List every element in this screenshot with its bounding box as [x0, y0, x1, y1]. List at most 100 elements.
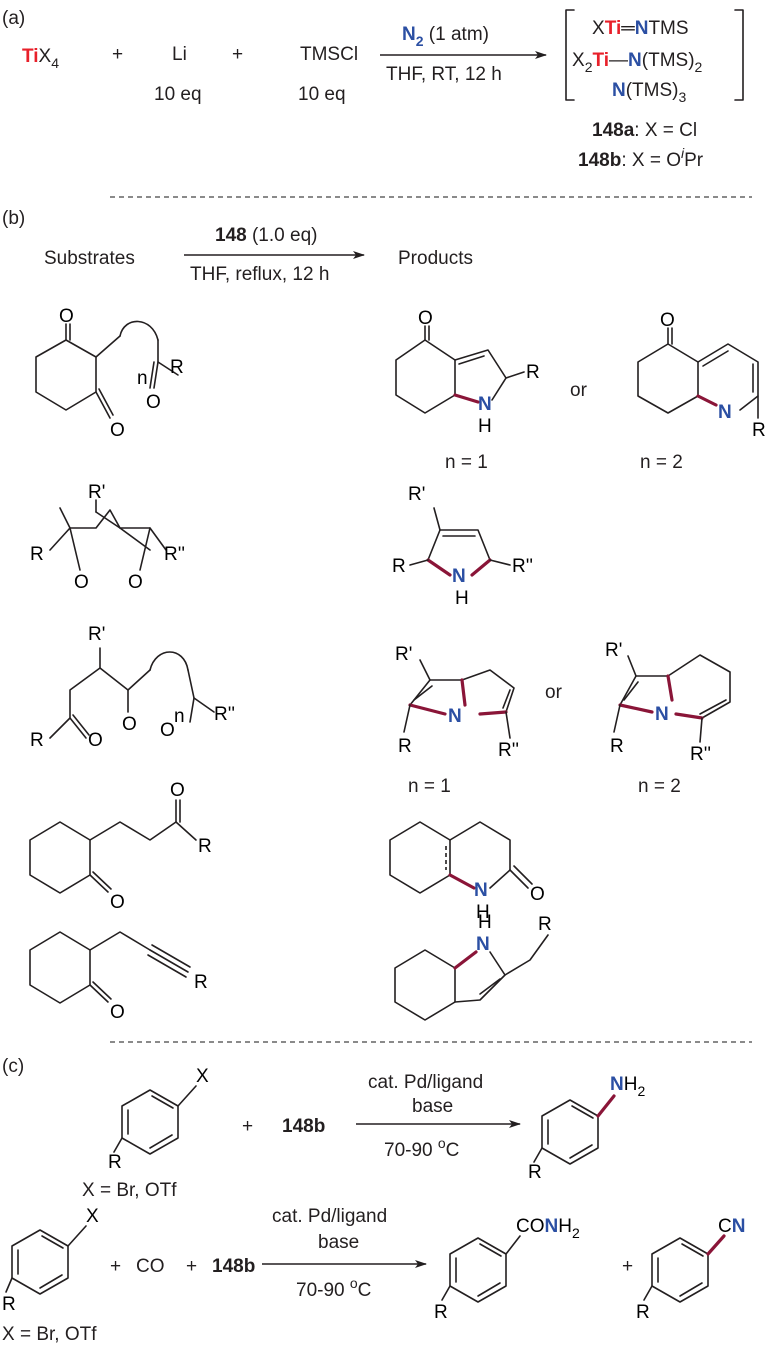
svg-text:H: H [476, 902, 490, 923]
panel-c: (c) X R X = Br, OTf + 148b cat. Pd/ligan… [2, 1056, 745, 1345]
svg-text:O: O [88, 730, 103, 751]
plus-sign: + [110, 1256, 121, 1277]
product-4-molecule: N H O [389, 821, 545, 923]
reagent-li: Li [172, 44, 187, 65]
svg-text:R: R [434, 1302, 448, 1323]
svg-text:R: R [392, 556, 406, 577]
reagent-tmscl: TMSCl [300, 44, 358, 65]
svg-text:R': R' [395, 644, 412, 665]
product-3a-molecule: R' N R R'' n = 1 [395, 644, 519, 797]
svg-text:O: O [74, 572, 89, 593]
svg-text:N: N [655, 704, 669, 725]
aryl-halide-molecule-2: X R [2, 1206, 99, 1315]
plus-sign: + [242, 1116, 253, 1137]
svg-text:R: R [526, 362, 540, 383]
condition-temperature: 70-90 oC [384, 1135, 459, 1161]
reagent-148b: 148b [282, 1116, 325, 1137]
svg-text:H: H [455, 588, 469, 609]
svg-text:O: O [146, 392, 161, 413]
svg-text:O: O [660, 310, 675, 331]
substrate-3-molecule: R' R O O n O R'' [30, 624, 235, 751]
svg-text:R: R [170, 357, 184, 378]
svg-text:N: N [718, 402, 732, 423]
svg-text:R': R' [408, 484, 425, 505]
substrate-2-molecule: R' R O O R'' [30, 482, 185, 593]
substrates-label: Substrates [44, 248, 135, 269]
panel-a: (a) TiX4 + Li 10 eq + TMSCl 10 eq N2 (1 … [2, 8, 744, 171]
svg-text:O: O [122, 714, 137, 735]
product-1b-molecule: O N R n = 2 [637, 310, 766, 473]
product-1a-molecule: O N H R n = 1 [395, 308, 540, 473]
plus-sign: + [112, 44, 123, 65]
left-bracket [565, 9, 575, 101]
svg-text:H: H [478, 912, 492, 933]
benzonitrile-molecule: CN R [636, 1216, 745, 1323]
svg-text:R: R [610, 736, 624, 757]
svg-text:O: O [530, 884, 545, 905]
n-equals-1: n = 1 [445, 452, 488, 473]
panel-b: (b) Substrates 148 (1.0 eq) THF, reflux,… [2, 208, 766, 1023]
svg-text:R': R' [88, 624, 105, 645]
svg-text:R: R [752, 420, 766, 441]
svg-text:R: R [636, 1302, 650, 1323]
product-2-molecule: R' R N H R'' [392, 484, 533, 609]
svg-text:R: R [398, 736, 412, 757]
plus-sign: + [232, 44, 243, 65]
benzamide-molecule: CONH2 R [434, 1216, 580, 1323]
svg-text:R'': R'' [164, 544, 185, 565]
svg-text:O: O [128, 572, 143, 593]
svg-text:O: O [110, 420, 125, 441]
product-xti-ntms: XTi═NTMS [592, 18, 689, 39]
svg-text:n: n [137, 368, 148, 389]
svg-text:R: R [30, 730, 44, 751]
reagent-148: 148 (1.0 eq) [215, 225, 317, 246]
plus-sign: + [186, 1256, 197, 1277]
svg-text:R: R [538, 914, 552, 935]
svg-text:O: O [418, 308, 433, 329]
svg-text:R: R [528, 1162, 542, 1183]
x-definition: X = Br, OTf [2, 1324, 97, 1345]
n-equals-1: n = 1 [408, 776, 451, 797]
reagent-148b: 148b [212, 1256, 255, 1277]
svg-text:N: N [476, 934, 490, 955]
product-ntms3: N(TMS)3 [612, 80, 687, 105]
svg-text:O: O [59, 306, 74, 327]
svg-text:X: X [86, 1206, 99, 1227]
condition-thf: THF, RT, 12 h [386, 64, 502, 85]
svg-text:R: R [194, 972, 208, 993]
svg-text:N: N [452, 566, 466, 587]
label-148a: 148a: X = Cl [592, 120, 697, 141]
svg-text:R': R' [88, 482, 105, 503]
reagent-tmscl-eq: 10 eq [298, 84, 346, 105]
svg-text:R: R [108, 1152, 122, 1173]
products-label: Products [398, 248, 473, 269]
condition-temperature: 70-90 oC [296, 1275, 371, 1301]
svg-text:R'': R'' [512, 556, 533, 577]
aryl-halide-molecule: X R [108, 1066, 209, 1173]
product-5-molecule: H N R [394, 912, 552, 1021]
substrate-1-molecule: O O n R O [35, 306, 184, 441]
svg-text:N: N [448, 706, 462, 727]
svg-text:O: O [160, 720, 175, 741]
right-bracket [734, 9, 744, 101]
product-x2ti-ntms2: X2Ti—N(TMS)2 [572, 50, 703, 75]
substrate-4-molecule: O R O [29, 780, 212, 913]
reagent-co: CO [136, 1256, 165, 1277]
aniline-molecule: NH2 R [528, 1074, 645, 1183]
condition-base: base [412, 1096, 453, 1117]
condition-reflux: THF, reflux, 12 h [190, 264, 329, 285]
svg-text:R: R [30, 544, 44, 565]
panel-c-label: (c) [2, 1056, 24, 1077]
svg-text:CONH2: CONH2 [516, 1216, 580, 1241]
svg-text:CN: CN [718, 1216, 745, 1237]
svg-text:NH2: NH2 [610, 1074, 645, 1099]
svg-text:X: X [196, 1066, 209, 1087]
condition-catalyst: cat. Pd/ligand [272, 1206, 387, 1227]
condition-n2: N2 (1 atm) [402, 24, 489, 49]
label-148b: 148b: X = OiPr [578, 145, 704, 171]
svg-text:R'': R'' [690, 744, 711, 765]
reagent-tix4: TiX4 [22, 46, 59, 71]
svg-text:O: O [170, 780, 185, 801]
panel-b-label: (b) [2, 208, 25, 229]
